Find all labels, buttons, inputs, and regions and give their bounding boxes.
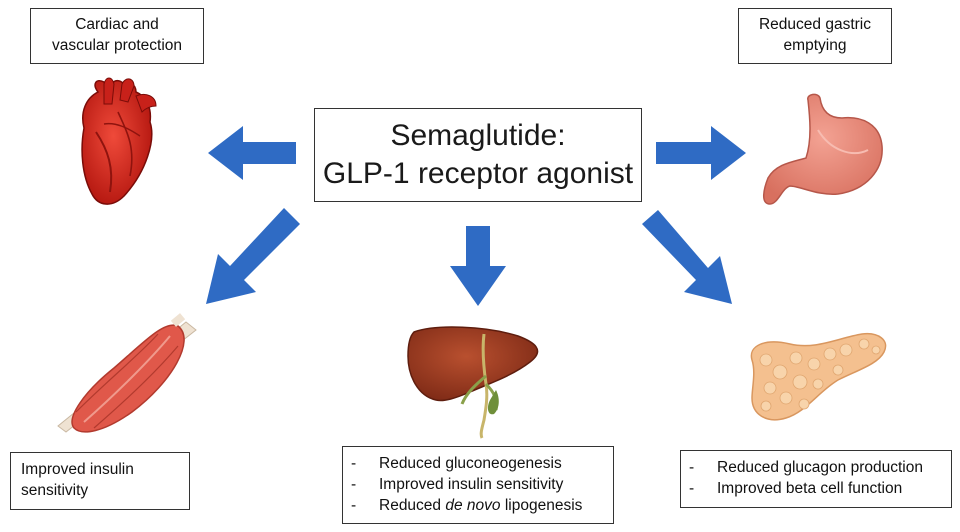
heart-icon bbox=[81, 77, 157, 205]
bullet-marker: - bbox=[351, 455, 357, 472]
stomach-icon bbox=[763, 93, 883, 205]
pancreas-effect-box: - Reduced glucagon production - Improved… bbox=[680, 450, 952, 508]
liver-effect-item: - Reduced de novo lipogenesis bbox=[351, 495, 605, 516]
stomach-effect-line2: emptying bbox=[783, 37, 847, 54]
arrow-right-icon bbox=[656, 126, 746, 180]
center-title-line1: Semaglutide: bbox=[390, 119, 566, 152]
arrows bbox=[206, 126, 746, 306]
liver-effect-item: - Reduced gluconeogenesis bbox=[351, 453, 605, 474]
pancreas-icon bbox=[750, 332, 887, 421]
pancreas-effect-item-text: Improved beta cell function bbox=[717, 480, 903, 497]
stomach-effect-box: Reduced gastric emptying bbox=[738, 8, 892, 64]
center-title-box: Semaglutide: GLP-1 receptor agonist bbox=[314, 108, 642, 202]
pancreas-effect-item: - Improved beta cell function bbox=[689, 478, 943, 499]
liver-effect-box: - Reduced gluconeogenesis - Improved ins… bbox=[342, 446, 614, 524]
heart-effect-line1: Cardiac and bbox=[75, 16, 159, 33]
muscle-effect-box: Improved insulin sensitivity bbox=[10, 452, 190, 510]
arrow-down-icon bbox=[450, 226, 506, 306]
liver-effect-item-text: Improved insulin sensitivity bbox=[379, 476, 564, 493]
stomach-effect-line1: Reduced gastric bbox=[758, 16, 871, 33]
arrow-down-right-icon bbox=[642, 210, 732, 304]
center-title-line2: GLP-1 receptor agonist bbox=[322, 157, 634, 190]
liver-icon bbox=[407, 326, 539, 439]
muscle-icon bbox=[57, 313, 197, 433]
bullet-marker: - bbox=[351, 497, 357, 514]
muscle-effect-line1: Improved insulin bbox=[21, 461, 134, 478]
pancreas-effect-item-text: Reduced glucagon production bbox=[717, 459, 923, 476]
bullet-marker: - bbox=[351, 476, 357, 493]
arrow-down-left-icon bbox=[206, 208, 300, 304]
muscle-effect-line2: sensitivity bbox=[21, 482, 89, 499]
liver-effect-item-pre: Reduced bbox=[379, 497, 446, 514]
heart-effect-box: Cardiac and vascular protection bbox=[30, 8, 204, 64]
liver-effect-item-post: lipogenesis bbox=[500, 497, 583, 514]
arrow-left-icon bbox=[208, 126, 296, 180]
liver-effect-item: - Improved insulin sensitivity bbox=[351, 474, 605, 495]
heart-effect-line2: vascular protection bbox=[51, 37, 183, 54]
liver-effect-item-text: Reduced gluconeogenesis bbox=[379, 455, 562, 472]
liver-effect-item-text: Reduced de novo lipogenesis bbox=[379, 495, 582, 516]
pancreas-effect-item: - Reduced glucagon production bbox=[689, 457, 943, 478]
liver-effect-item-italic: de novo bbox=[445, 497, 501, 514]
bullet-marker: - bbox=[689, 459, 695, 476]
bullet-marker: - bbox=[689, 480, 695, 497]
